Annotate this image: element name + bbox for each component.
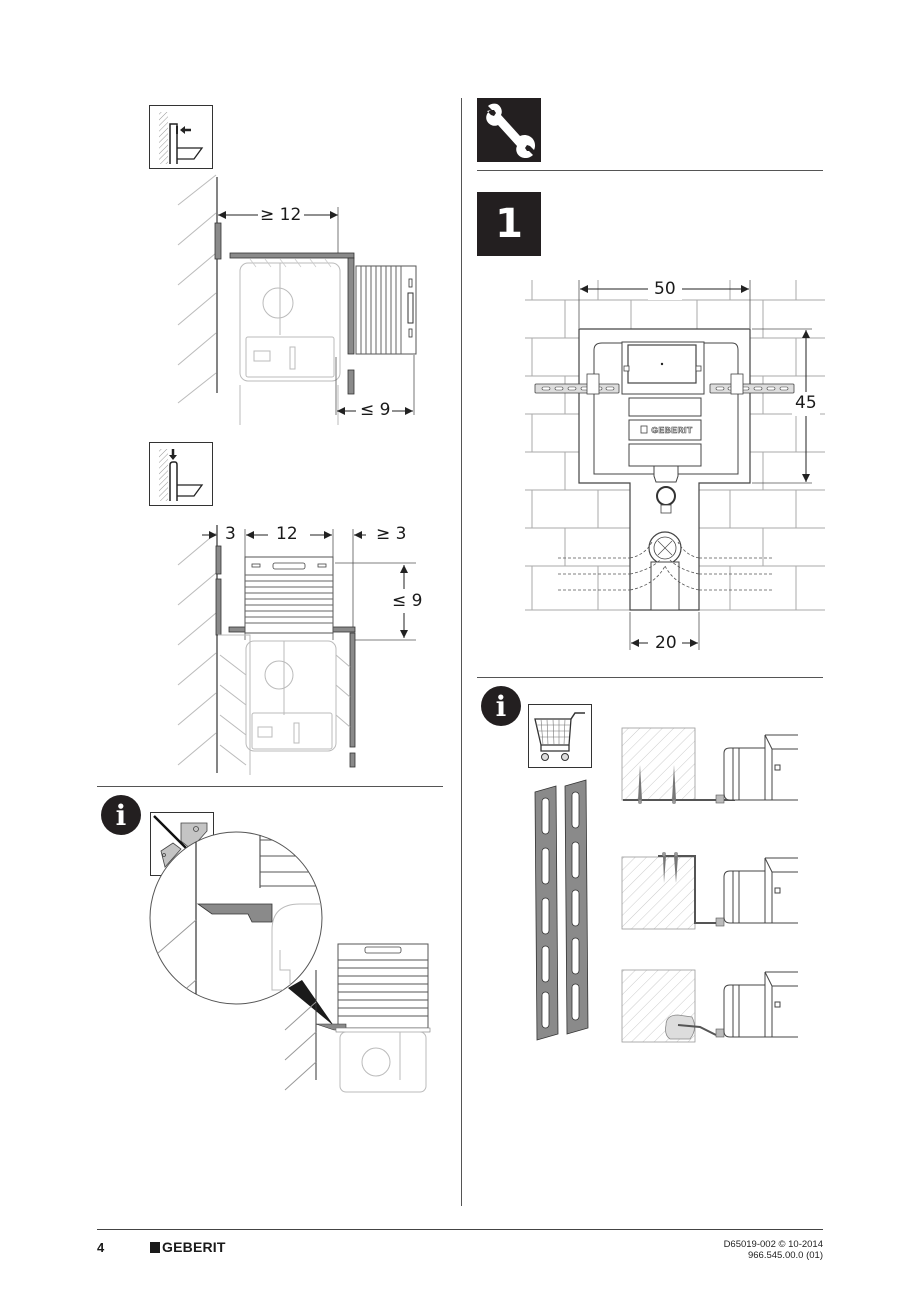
dimension-label-bottom: ≤ 9 — [360, 400, 391, 420]
info-icon: i — [101, 795, 141, 835]
step-number-tile: 1 — [477, 192, 541, 256]
figure-2-top-section — [177, 525, 420, 775]
dimension-label-left: 3 — [225, 524, 236, 544]
wrench-icon — [477, 98, 541, 162]
dimension-label-width: 50 — [654, 279, 676, 299]
dimension-label-middle: 12 — [276, 524, 298, 544]
step-number: 1 — [495, 201, 523, 247]
figure-1-side-section — [177, 174, 417, 425]
tool-section-divider — [477, 170, 823, 171]
info-left-illustration — [149, 831, 431, 1093]
mounting-brackets-illustration — [534, 779, 589, 1041]
dimension-label-top: ≥ 12 — [260, 205, 302, 225]
panel-logo: GEBERIT — [651, 425, 693, 435]
shopping-cart-icon — [528, 704, 592, 768]
left-section-divider — [97, 786, 443, 787]
front-view-installation: GEBERIT — [525, 278, 825, 654]
dimension-label-vertical: ≤ 9 — [392, 591, 423, 611]
logo-square-icon — [150, 1241, 160, 1253]
wall-mount-top-arrow-icon — [149, 442, 213, 506]
page-number: 4 — [97, 1240, 105, 1255]
column-divider — [461, 98, 462, 1206]
right-section-divider — [477, 677, 823, 678]
article-code: 966.545.00.0 (01) — [747, 1250, 823, 1261]
wall-mount-side-arrow-icon — [149, 105, 213, 169]
dimension-label-height: 45 — [795, 393, 817, 413]
doc-code: D65019-002 © 10-2014 — [723, 1239, 823, 1250]
footer-brand-logo: GEBERIT — [150, 1239, 226, 1255]
footer-logo-text: GEBERIT — [162, 1239, 226, 1255]
info-icon: i — [481, 686, 521, 726]
footer-divider — [97, 1229, 823, 1230]
dimension-label-bottom-width: 20 — [655, 633, 677, 653]
document-codes: D65019-002 © 10-2014 966.545.00.0 (01) — [724, 1239, 823, 1261]
dimension-label-right: ≥ 3 — [376, 524, 407, 544]
mounting-variants-illustration — [621, 727, 798, 1043]
